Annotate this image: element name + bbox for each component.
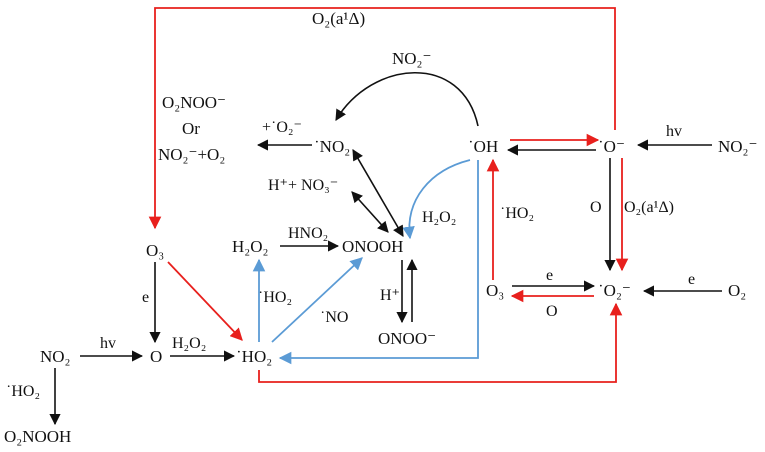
species-o3-right: O₃	[486, 281, 504, 300]
label-or: Or	[182, 119, 200, 138]
species-o2-a1delta-top: O₂(a¹Δ)	[312, 9, 365, 28]
species-nitrite-plus-o2: NO₂⁻+O₂	[158, 145, 225, 164]
label-hv-right: hv	[666, 123, 682, 140]
arrow-no2-onooh-bidirectional	[352, 149, 404, 237]
species-o2-right: O₂	[728, 281, 746, 300]
species-o-radical-anion: ˙O⁻	[598, 137, 625, 156]
label-no-radical: ˙NO	[320, 309, 348, 326]
arrow-oh-to-no2-curve	[335, 71, 479, 127]
label-ho2-vertical: ˙HO₂	[258, 289, 292, 306]
species-nitrite-right: NO₂⁻	[718, 137, 757, 156]
label-h-plus: H⁺	[380, 287, 400, 304]
species-peroxynitrite: ONOO⁻	[378, 329, 436, 348]
label-e-o3-o: e	[142, 289, 149, 306]
species-ho2-center: ˙HO₂	[236, 347, 272, 366]
species-o3-left: O₃	[146, 241, 164, 260]
species-superoxide: ˙O₂⁻	[598, 281, 631, 300]
species-no2-left: NO₂	[40, 347, 70, 366]
species-nitrite-top: NO₂⁻	[392, 49, 431, 68]
arrow-ho2-to-superoxide-bottom-loop	[258, 302, 623, 383]
label-h2o2-bottom: H₂O₂	[172, 335, 206, 352]
species-no2-radical: ˙NO₂	[314, 137, 350, 156]
species-onooh: ONOOH	[342, 237, 403, 256]
arrow-oh-to-ho2-blue-loop	[278, 160, 479, 365]
label-ho2-right-vertical: ˙HO₂	[500, 205, 534, 222]
species-o2noooh: O₂NOOH	[4, 427, 71, 446]
label-e-o3-superoxide: e	[546, 267, 553, 284]
label-plus-superoxide: +˙O₂⁻	[262, 119, 302, 136]
label-h-plus-nitrate: H⁺+ NO₃⁻	[268, 177, 338, 194]
label-hv-left: hv	[100, 335, 116, 352]
species-oh-radical: ˙OH	[468, 137, 498, 156]
arrow-ho2-to-onooh	[271, 257, 363, 343]
arrow-o-radical-to-o3-top-loop	[148, 7, 616, 230]
label-o-superoxide-o3: O	[546, 303, 558, 320]
arrow-nitrate-onooh-bidirectional	[351, 191, 389, 233]
label-e-o2-superoxide: e	[688, 271, 695, 288]
label-o-vertical: O	[590, 199, 602, 216]
species-o2noo: O₂NOO⁻	[162, 93, 226, 112]
label-o2-a1delta-vertical: O₂(a¹Δ)	[624, 199, 674, 216]
label-ho2-left: ˙HO₂	[6, 383, 40, 400]
label-hno2: HNO₂	[288, 225, 328, 242]
arrow-o3-to-ho2	[167, 261, 243, 341]
species-h2o2-left: H₂O₂	[232, 237, 268, 256]
species-o-atom: O	[150, 347, 162, 366]
label-h2o2-mid: H₂O₂	[422, 209, 456, 226]
arrow-oh-to-onooh	[402, 159, 471, 240]
